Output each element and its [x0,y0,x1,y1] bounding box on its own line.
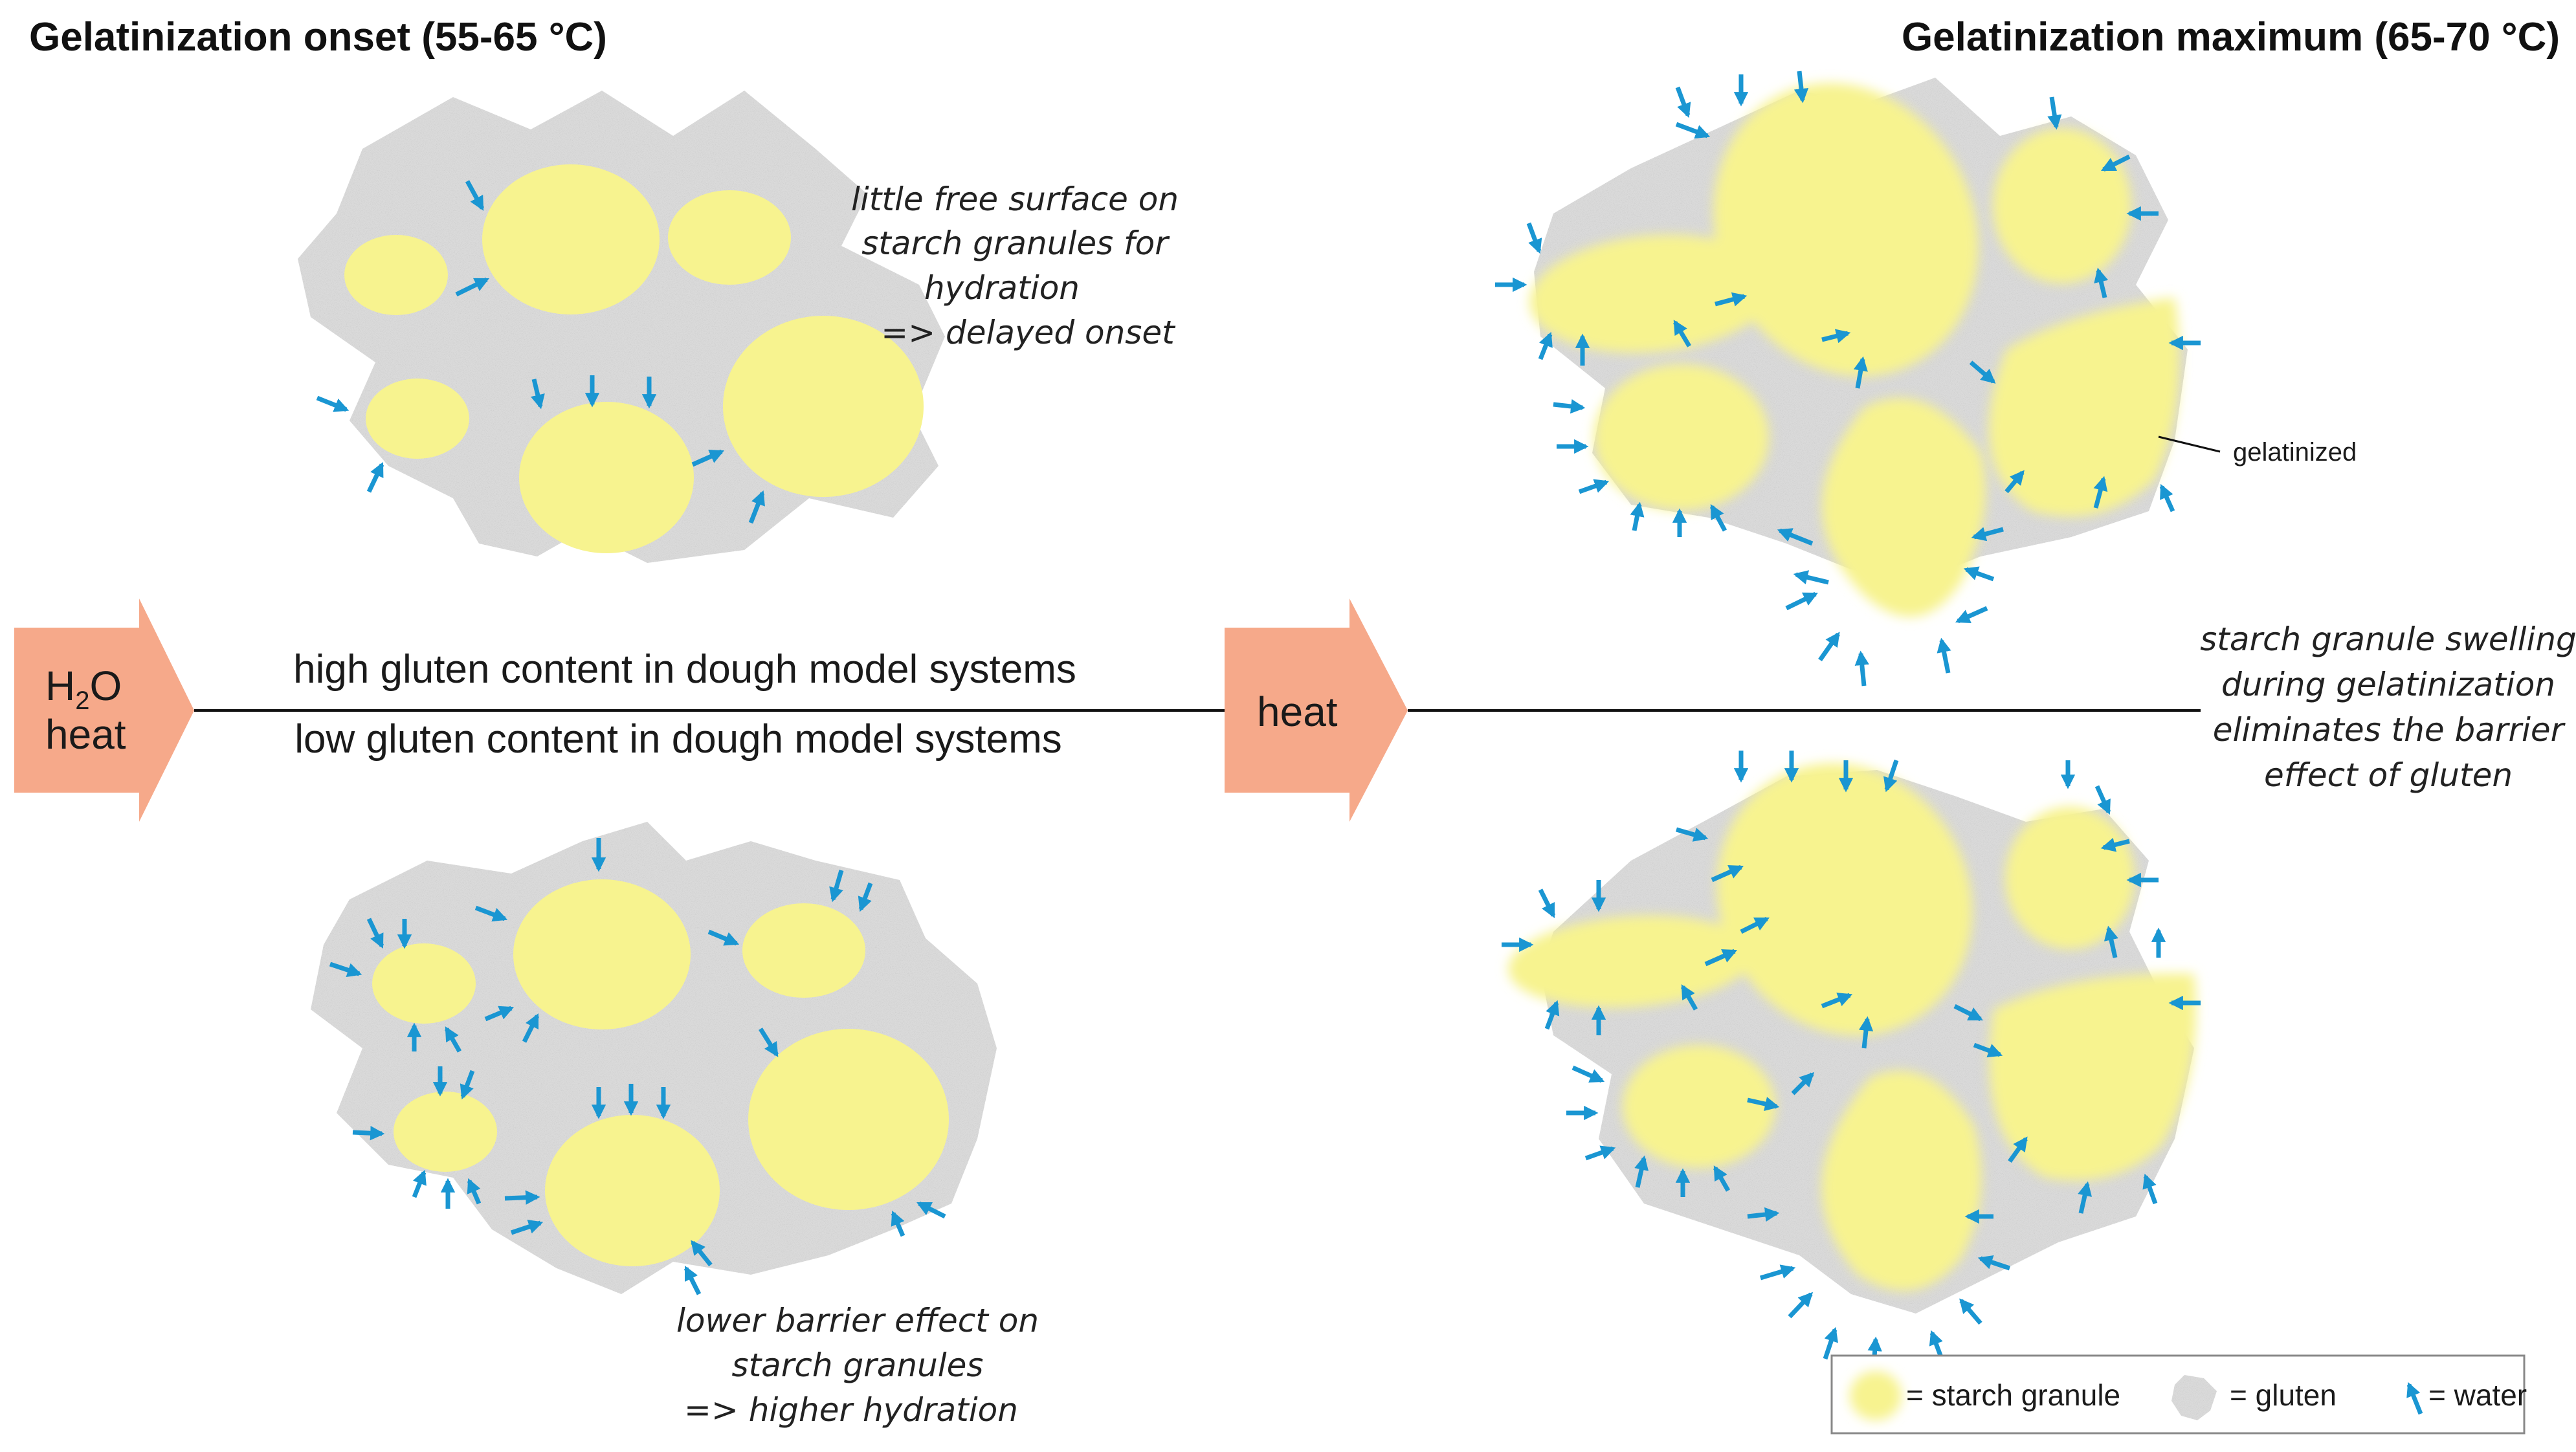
subscript-2: 2 [75,687,89,715]
arrow-h2o-heat [14,599,194,822]
legend: = starch granule = gluten = water [1830,1354,2527,1435]
label-low-gluten: low gluten content in dough model system… [294,717,1062,762]
title-left: Gelatinization onset (55-65 °C) [29,15,607,60]
water-arrows [329,838,946,1295]
legend-water-icon [2406,1381,2423,1415]
starch-granules-swollen [1508,763,2196,1291]
note-line: => higher hydration [684,1391,1018,1429]
note-line: eliminates the barrier [2213,711,2566,749]
starch-granules [372,879,949,1266]
note-line: => delayed onset [881,314,1176,351]
note-line: little free surface on [851,181,1179,218]
note-line: effect of gluten [2264,756,2513,794]
note-top-left: little free surface on starch granules f… [851,181,1179,351]
note-right: starch granule swelling during gelatiniz… [2200,621,2576,794]
legend-starch-swatch [1850,1371,1902,1420]
callout-line [2158,435,2221,453]
process-axis: H2O heat high gluten content in dough mo… [14,599,2201,822]
callout-gelatinized: gelatinized [2233,438,2357,467]
water-arrows [1502,751,2201,1366]
panel-bottom-left: lower barrier effect on starch granules … [311,822,1039,1429]
starch-granules-swollen [1529,83,2180,617]
legend-water-label: = water [2428,1378,2527,1412]
water-arrows [1495,71,2201,687]
note-line: lower barrier effect on [676,1302,1039,1339]
title-right: Gelatinization maximum (65-70 °C) [1902,15,2560,60]
note-bottom-left: lower barrier effect on starch granules … [676,1302,1039,1429]
arrow-label-heat-2: heat [1257,688,1338,735]
note-line: starch granules for [861,225,1170,262]
legend-gluten-swatch [2171,1375,2217,1420]
legend-starch-label: = starch granule [1906,1378,2120,1412]
arrow-label-h2o: H2O [45,663,122,715]
note-line: starch granule swelling [2200,621,2576,658]
o-glyph: O [89,663,122,709]
note-line: starch granules [732,1347,984,1384]
panel-top-left: little free surface on starch granules f… [298,91,1179,563]
legend-gluten-label: = gluten [2230,1378,2337,1412]
water-arrows [316,180,765,524]
h-glyph: H [45,663,75,709]
arrow-heat [1225,599,1408,822]
arrow-label-heat: heat [45,711,126,758]
note-line: hydration [924,269,1080,307]
panel-top-right: gelatinized [1495,71,2357,687]
note-line: during gelatinization [2221,666,2555,703]
label-high-gluten: high gluten content in dough model syste… [293,647,1076,692]
panel-bottom-right [1502,751,2201,1366]
starch-granules [344,164,924,553]
